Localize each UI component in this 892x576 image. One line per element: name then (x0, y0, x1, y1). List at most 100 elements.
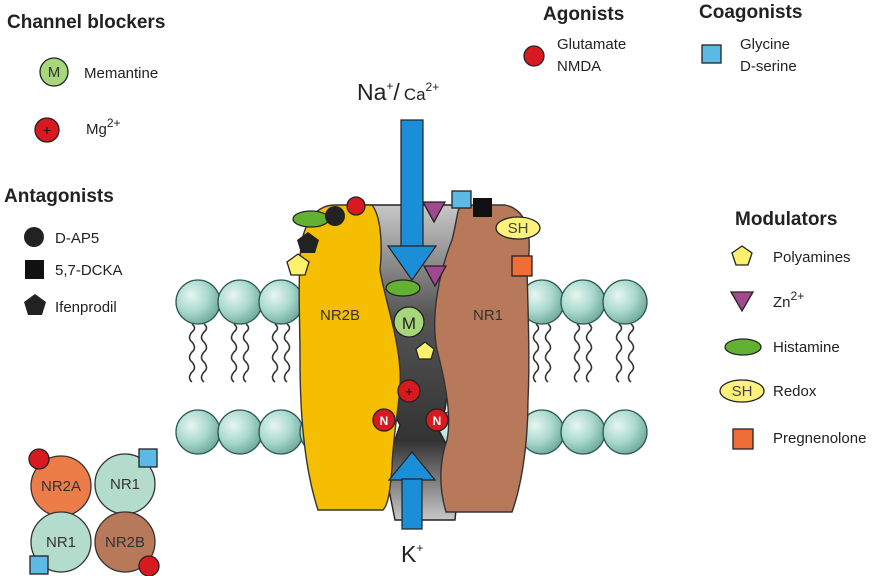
coagonists-title: Coagonists (699, 2, 802, 23)
glutamate-label: Glutamate (557, 36, 626, 53)
zinc-bound-icon (421, 201, 447, 224)
lipid-tail (544, 323, 552, 383)
histamine-bound-icon (292, 210, 330, 228)
n-site-right-icon (425, 408, 449, 432)
black-circle-icon (24, 227, 44, 247)
ion-separator: / (393, 79, 400, 105)
assembly-nr1-bottom-label: NR1 (46, 534, 76, 551)
dserine-label: D-serine (740, 58, 797, 75)
redox-symbol: SH (732, 383, 753, 400)
dap5-label: D-AP5 (55, 230, 99, 247)
nr1-label: NR1 (473, 307, 503, 324)
potassium-charge: + (416, 541, 423, 555)
black-pentagon-icon (24, 294, 46, 315)
potassium-label: K (401, 541, 417, 567)
assembly-nr2b-label: NR2B (105, 534, 145, 551)
calcium-charge: 2+ (426, 80, 440, 94)
assembly-glycine-icon-2 (29, 555, 49, 575)
pregnenolone-bound-icon (511, 255, 533, 277)
antagonists-title: Antagonists (4, 186, 114, 207)
assembly-glutamate-icon (28, 448, 50, 470)
nr2b-label: NR2B (320, 307, 360, 324)
magnesium-label: Mg (86, 121, 107, 138)
memantine-symbol: M (48, 64, 61, 81)
lipid-head-outer (602, 279, 648, 325)
modulators-title: Modulators (735, 209, 837, 230)
histamine-pore-icon (385, 279, 421, 297)
glycine-bound-icon (451, 190, 472, 209)
ifenprodil-bound-icon (297, 232, 319, 253)
blue-square-icon (701, 44, 722, 64)
redox-label: Redox (773, 383, 817, 400)
influx-ions-label: Na+/Ca2+ (357, 79, 439, 105)
lipid-tail (283, 323, 291, 383)
magnesium-pore-icon (397, 379, 421, 403)
lipid-head-outer (258, 279, 304, 325)
black-square-icon (25, 260, 44, 279)
red-circle-icon (523, 45, 545, 67)
lipid-tail (585, 323, 593, 383)
redox-ellipse-icon (719, 379, 765, 403)
lipid-tail (188, 323, 196, 383)
channel-blockers-title: Channel blockers (7, 12, 165, 33)
memantine-pore-icon (393, 306, 425, 338)
purple-triangle-icon (729, 291, 755, 313)
efflux-ions-label: K+ (401, 541, 423, 567)
assembly-glycine-icon (138, 448, 158, 468)
sodium-charge: + (386, 79, 393, 93)
assembly-nr2b (94, 511, 156, 573)
ifenprodil-label: Ifenprodil (55, 299, 117, 316)
polyamine-bound-icon (286, 253, 310, 276)
lipid-tail (271, 323, 279, 383)
dcka-bound-icon (473, 198, 492, 217)
sodium-label: Na (357, 79, 387, 105)
assembly-glutamate-icon-2 (138, 555, 160, 576)
memantine-label: Memantine (84, 65, 158, 82)
dcka-label: 5,7-DCKA (55, 262, 123, 279)
lipid-head-inner (217, 409, 263, 455)
magnesium-charge: 2+ (107, 116, 121, 130)
lipid-tail (532, 323, 540, 383)
svg-text:Mg2+: Mg2+ (86, 116, 121, 138)
svg-text:Na+/Ca2+: Na+/Ca2+ (357, 79, 439, 105)
polyamine-pore-icon (415, 341, 435, 360)
orange-square-icon (732, 428, 754, 450)
glutamate-bound-icon (346, 196, 366, 216)
glycine-label: Glycine (740, 36, 790, 53)
channel-blockers-legend: Channel blockers M Memantine + Mg2+ (7, 12, 165, 143)
lipid-tail (200, 323, 208, 383)
n-site-left-icon (372, 408, 396, 432)
nmda-label: NMDA (557, 58, 601, 75)
lipid-head-outer (217, 279, 263, 325)
nmda-receptor: SH M + N N NR2B NR1 (286, 119, 541, 530)
n-site-right-label: N (433, 414, 442, 428)
pregnenolone-label: Pregnenolone (773, 430, 866, 447)
magnesium-circle-icon (34, 117, 60, 143)
calcium-label: Ca (404, 85, 426, 104)
magnesium-symbol: + (43, 122, 51, 138)
svg-text:K+: K+ (401, 541, 423, 567)
memantine-circle-icon (39, 57, 69, 87)
magnesium-pore-label: + (405, 384, 413, 399)
lipid-head-inner (175, 409, 221, 455)
zinc-pore-icon (422, 265, 448, 288)
dap5-bound-icon (325, 206, 345, 226)
modulators-legend: Modulators Polyamines Zn2+ Histamine SH … (719, 209, 866, 450)
agonists-legend: Agonists Glutamate NMDA (523, 4, 626, 75)
lipid-head-inner (602, 409, 648, 455)
lipid-tail (615, 323, 623, 383)
redox-site-label: SH (508, 220, 529, 237)
zinc-label: Zn (773, 294, 791, 311)
coagonists-legend: Coagonists Glycine D-serine (699, 2, 802, 75)
assembly-nr2a-label: NR2A (41, 478, 81, 495)
histamine-label: Histamine (773, 339, 840, 356)
zinc-charge: 2+ (791, 289, 805, 303)
lipid-tail (230, 323, 238, 383)
efflux-arrow (387, 451, 437, 530)
lipid-head-inner (258, 409, 304, 455)
lipid-head-outer (175, 279, 221, 325)
green-ellipse-icon (724, 338, 762, 356)
nr1-subunit (434, 204, 530, 513)
memantine-pore-label: M (402, 314, 416, 333)
